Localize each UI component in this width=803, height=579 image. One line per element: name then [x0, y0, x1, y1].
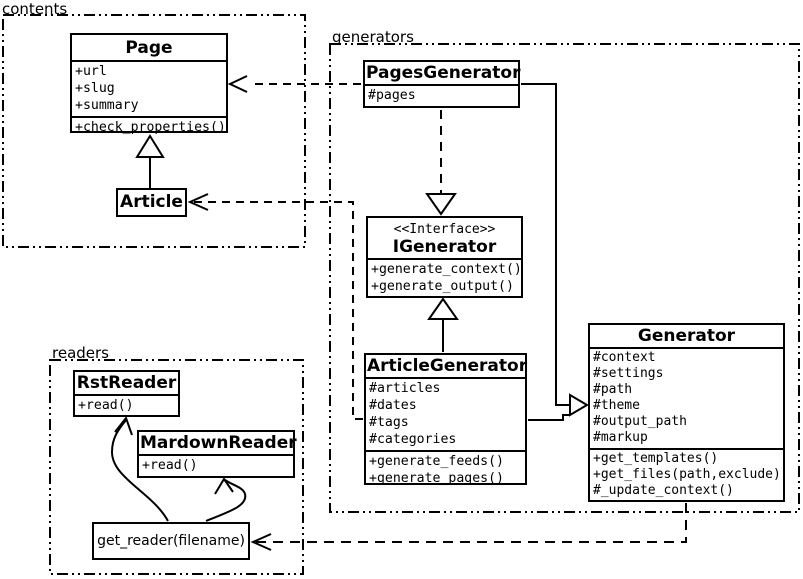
attr-row: #path [593, 382, 633, 397]
class-title-article: Article [120, 192, 183, 212]
attr-row: #context [593, 350, 656, 365]
dependency-articlegenerator-to-article [187, 193, 363, 420]
dependency-pagesgenerator-to-page [227, 75, 361, 93]
package-label-readers: readers [52, 344, 109, 362]
attr-row: #tags [369, 415, 409, 430]
attr-row: #output_path [593, 414, 687, 429]
attr-row: #articles [369, 381, 441, 396]
class-box-rstreader: RstReader +read() [73, 370, 180, 417]
attr-row: #dates [369, 398, 417, 413]
class-attrs-articlegenerator: #articles #dates #tags #categories [366, 377, 525, 450]
class-header-igenerator: <<Interface>> IGenerator [368, 218, 521, 258]
class-title-igenerator: IGenerator [392, 237, 497, 257]
attr-row: #markup [593, 430, 648, 445]
arrow-getreader-to-mardownreader [205, 477, 247, 522]
class-stereotype-igenerator: <<Interface>> [393, 222, 496, 237]
node-get-reader: get_reader(filename) [92, 522, 250, 560]
package-generators-border [329, 43, 800, 513]
package-label-contents: contents [2, 0, 68, 18]
arrow-getreader-to-rstreader [110, 415, 169, 522]
class-title-page: Page [125, 38, 173, 58]
attr-row: #settings [593, 366, 664, 381]
generalization-articlegenerator-to-igenerator [427, 297, 459, 352]
dependency-generator-to-getreader [250, 503, 687, 551]
class-methods-generator: +get_templates() +get_files(path,exclude… [590, 448, 783, 501]
method-row: #_update_context() [593, 483, 734, 498]
method-row: +generate_context() [371, 262, 522, 277]
class-attrs-generator: #context #settings #path #theme #output_… [590, 347, 783, 448]
generalization-article-to-page [135, 134, 165, 188]
package-readers-border [49, 359, 304, 575]
attr-row: #theme [593, 398, 640, 413]
class-box-page: Page +url +slug +summary +check_properti… [70, 33, 228, 135]
method-row: +read() [142, 458, 198, 473]
class-box-generator: Generator #context #settings #path #them… [588, 323, 785, 502]
attr-row: #pages [368, 88, 416, 103]
attr-row: +summary [75, 98, 139, 113]
class-title-generator: Generator [637, 326, 736, 346]
package-label-generators: generators [332, 28, 414, 46]
method-row: +get_templates() [593, 451, 719, 466]
method-row: +read() [78, 398, 134, 413]
method-row: +generate_output() [371, 279, 514, 294]
class-methods-rstreader: +read() [75, 394, 178, 416]
class-methods-articlegenerator: +generate_feeds() +generate_pages() [366, 450, 525, 489]
method-row: +check_properties() [75, 120, 226, 135]
class-title-mardownreader: MardownReader [140, 433, 297, 453]
class-methods-igenerator: +generate_context() +generate_output() [368, 258, 522, 297]
class-box-pagesgenerator: PagesGenerator #pages [363, 60, 520, 108]
attr-row: +slug [75, 81, 115, 96]
class-box-article: Article [116, 188, 187, 217]
realization-pagesgenerator-to-igenerator [425, 110, 457, 216]
attr-row: +url [75, 64, 107, 79]
class-box-mardownreader: MardownReader +read() [137, 430, 297, 478]
class-box-articlegenerator: ArticleGenerator #articles #dates #tags … [364, 353, 528, 486]
method-row: +get_files(path,exclude) [593, 467, 781, 482]
class-methods-page: +check_properties() [72, 116, 226, 138]
method-row: +generate_pages() [369, 471, 504, 486]
method-row: +generate_feeds() [369, 454, 504, 469]
class-box-igenerator: <<Interface>> IGenerator +generate_conte… [366, 216, 523, 298]
class-attrs-pagesgenerator: #pages [365, 84, 518, 106]
class-attrs-page: +url +slug +summary [72, 60, 226, 116]
generalization-to-generator [521, 83, 589, 421]
package-contents-border [2, 14, 306, 248]
class-title-rstreader: RstReader [76, 373, 177, 393]
class-title-pagesgenerator: PagesGenerator [366, 63, 521, 83]
attr-row: #categories [369, 432, 457, 447]
class-title-articlegenerator: ArticleGenerator [367, 356, 528, 376]
class-methods-mardownreader: +read() [139, 454, 293, 476]
node-get-reader-label: get_reader(filename) [97, 533, 245, 549]
